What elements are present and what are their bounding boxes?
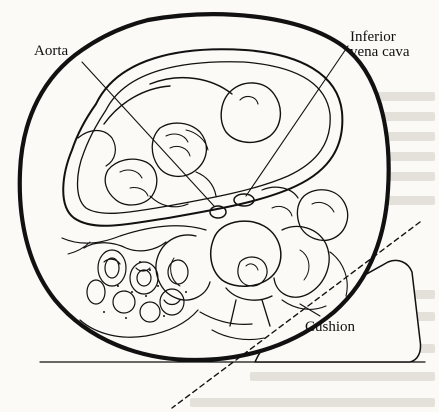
abdominal-wall-outline xyxy=(20,14,389,360)
cushion-label: Cushion xyxy=(305,320,355,335)
inferior-vena-cava-label: Inferior vena cava xyxy=(350,30,410,60)
ivc-label-line-1: Inferior xyxy=(350,30,410,45)
aorta-label: Aorta xyxy=(34,44,68,59)
ivc-label-line-2: vena cava xyxy=(350,45,410,60)
